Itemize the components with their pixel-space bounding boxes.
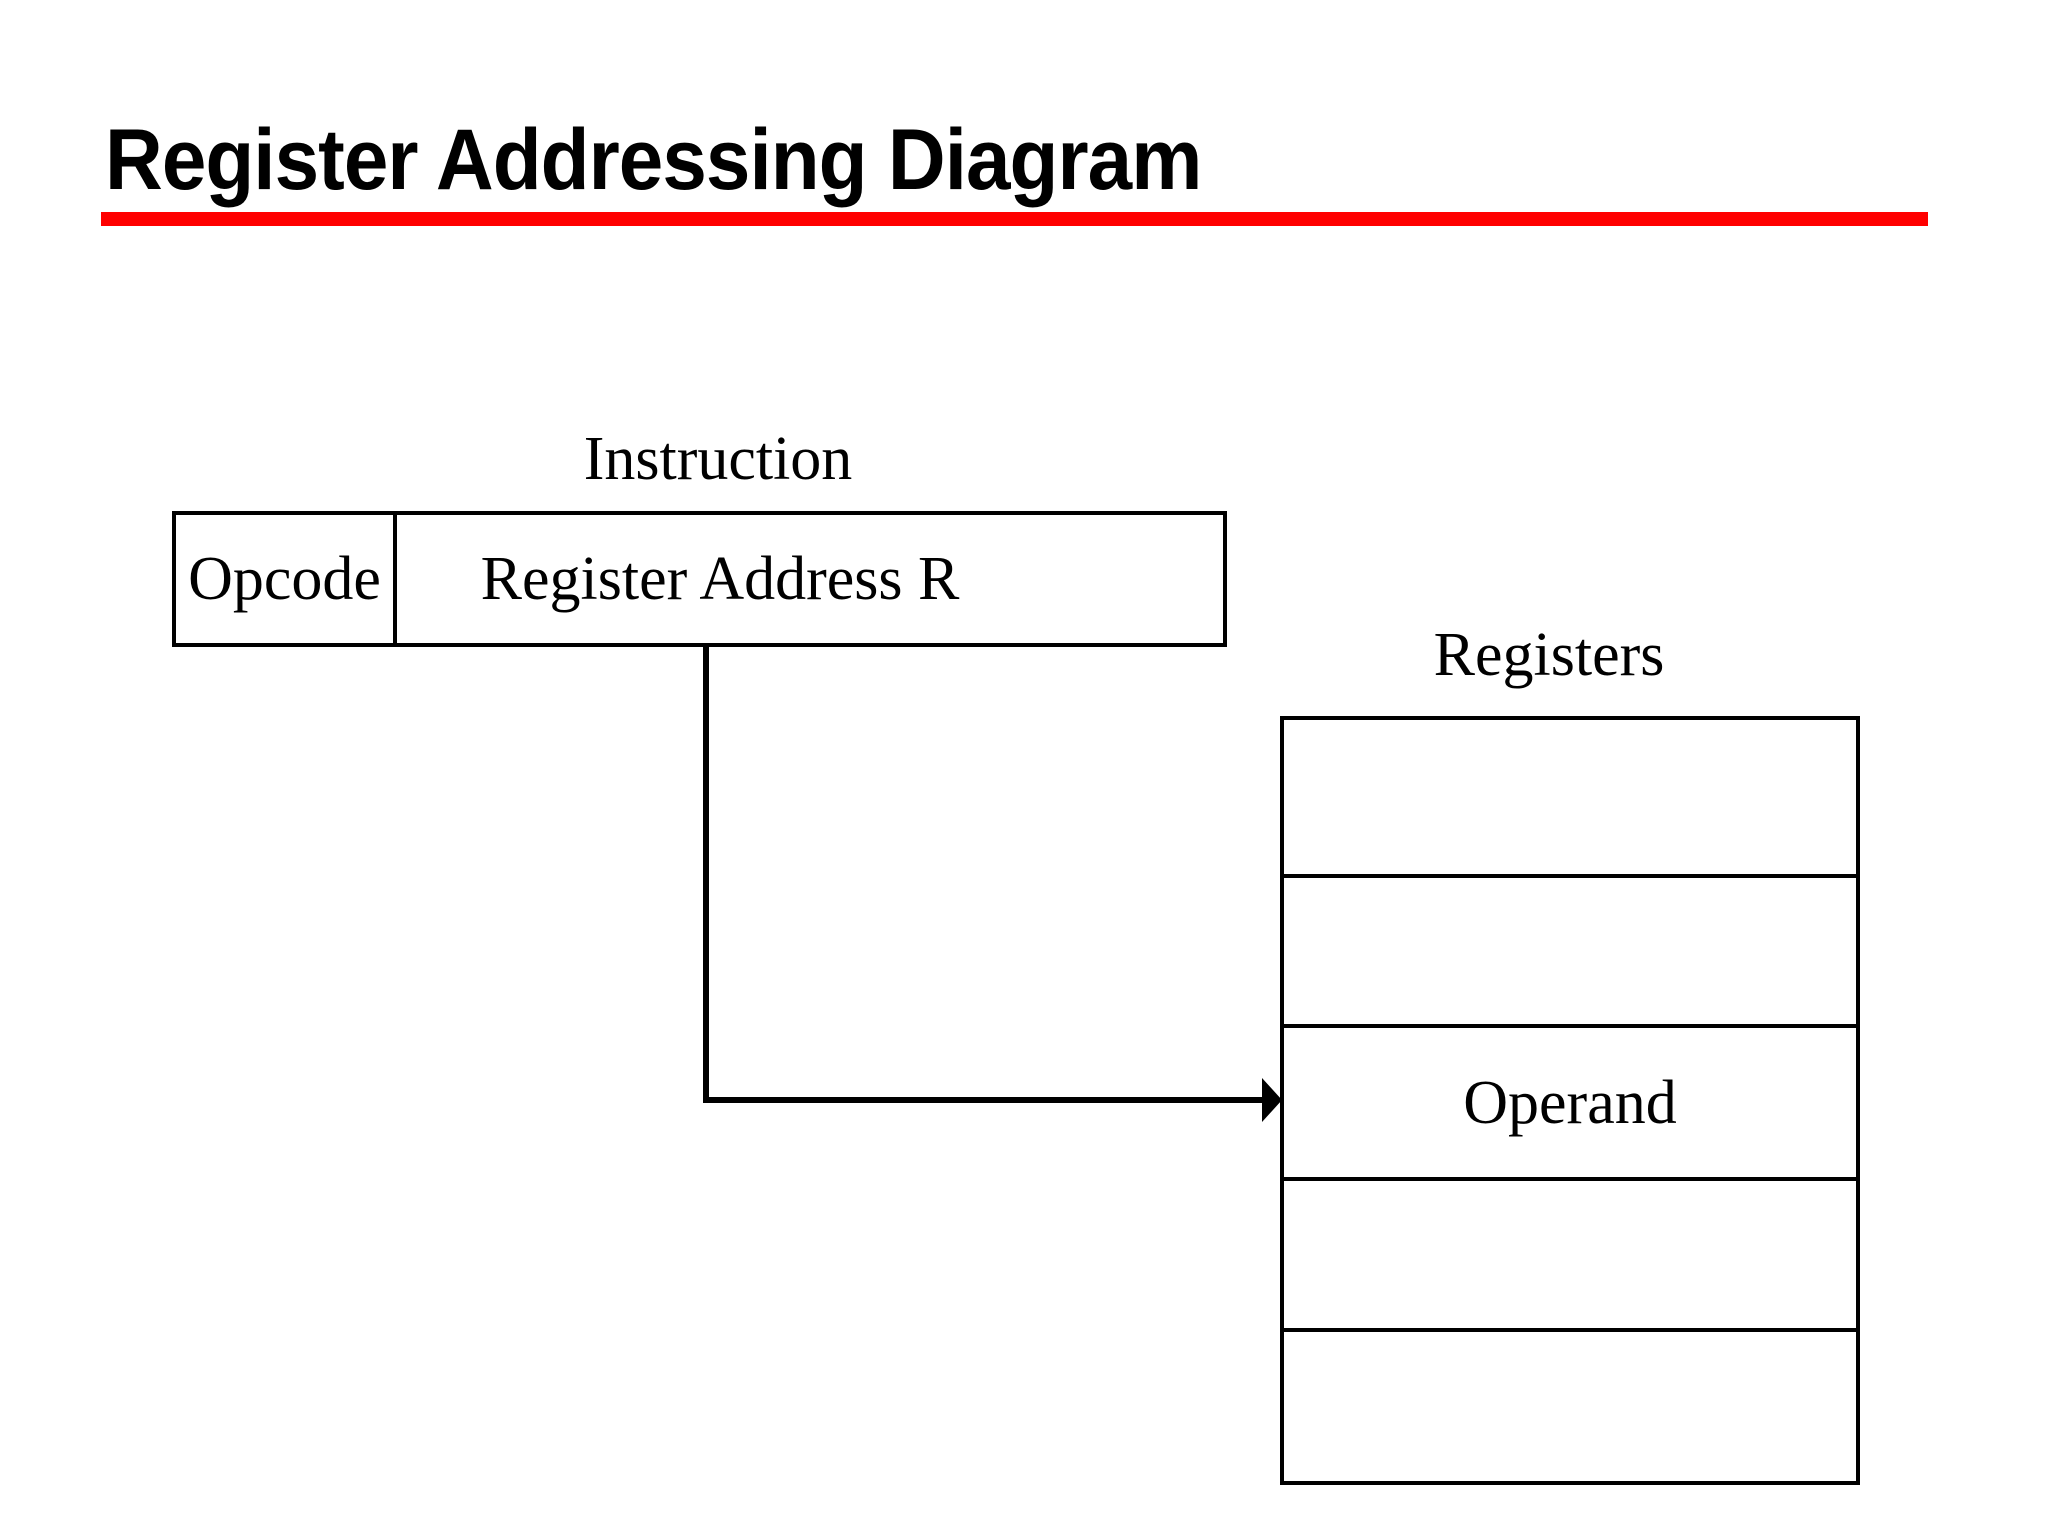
registers-box: Operand [1280, 716, 1860, 1485]
registers-row [1284, 720, 1856, 878]
registers-caption: Registers [1433, 621, 1665, 689]
registers-row [1284, 1332, 1856, 1481]
page-title: Register Addressing Diagram [105, 112, 1202, 208]
register-address-label: Register Address R [480, 545, 960, 613]
operand-label: Operand [1463, 1068, 1677, 1137]
instruction-box: Opcode Register Address R [172, 511, 1227, 647]
arrowhead-icon [1262, 1078, 1282, 1122]
registers-row [1284, 1181, 1856, 1332]
connector-path [703, 647, 1262, 1103]
instruction-caption: Instruction [583, 425, 853, 493]
opcode-label: Opcode [188, 545, 381, 613]
registers-row-operand: Operand [1284, 1028, 1856, 1181]
title-underline-rule [101, 212, 1928, 226]
register-address-field: Register Address R [397, 515, 1223, 643]
registers-row [1284, 878, 1856, 1028]
opcode-field: Opcode [176, 515, 397, 643]
